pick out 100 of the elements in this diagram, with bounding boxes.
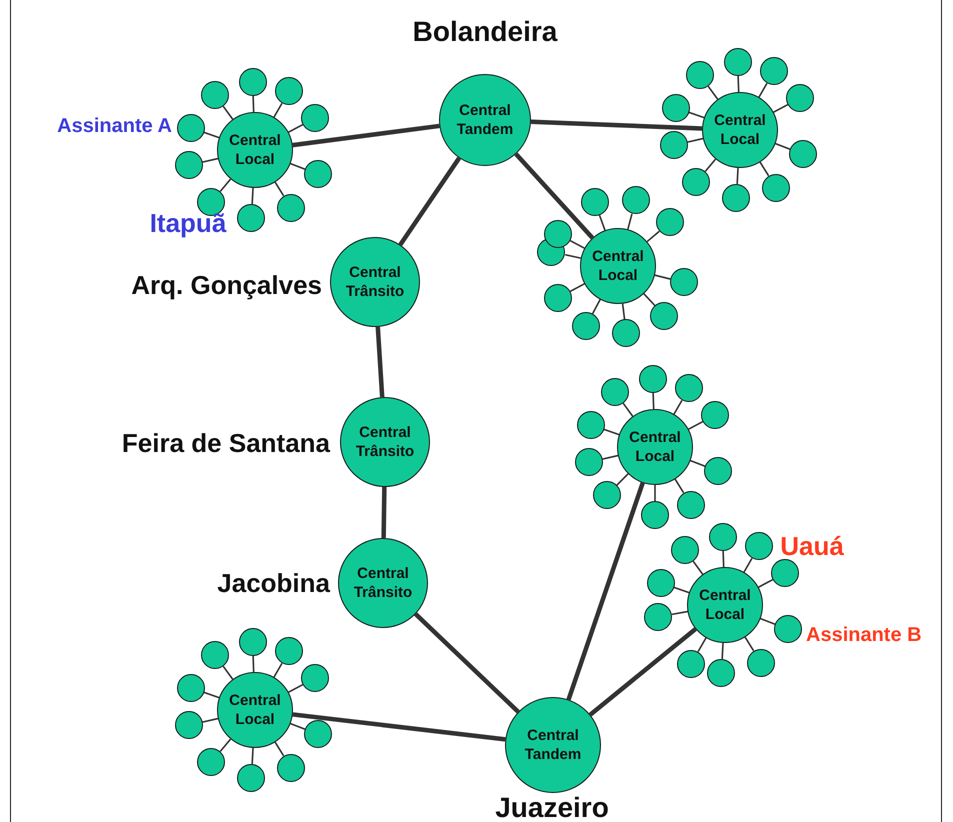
subscriber-line <box>697 638 707 652</box>
subscriber-circle <box>701 401 730 430</box>
subscriber-line <box>251 748 254 764</box>
trunk-line <box>376 326 384 398</box>
subscriber-circle <box>622 186 650 214</box>
subscriber-circle <box>641 501 669 529</box>
subscriber-line <box>592 299 601 314</box>
subscriber-line <box>273 662 283 678</box>
subscriber-circle <box>574 448 603 476</box>
exchange-label: Central Local <box>698 586 752 624</box>
subscriber-line <box>652 393 654 410</box>
subscriber-circle <box>237 764 266 792</box>
subscriber-circle <box>708 523 737 552</box>
exchange-label: Central Tandem <box>456 101 514 139</box>
exchange-label: Central Local <box>228 131 282 169</box>
trunk-line <box>381 486 387 538</box>
subscriber-circle <box>612 319 640 348</box>
subscriber-line <box>622 402 634 417</box>
subscriber-line <box>692 560 704 575</box>
subscriber-line <box>672 610 688 616</box>
subscriber-line <box>643 293 656 306</box>
subscriber-circle <box>638 365 667 394</box>
subscriber-line <box>674 478 684 494</box>
subscriber-line <box>604 428 620 436</box>
subscriber-line <box>721 642 724 659</box>
station-name: Bolandeira <box>412 18 558 46</box>
subscriber-circle <box>677 490 706 519</box>
exchange-circle <box>580 228 656 304</box>
subscriber-circle <box>786 84 814 112</box>
subscriber-circle <box>724 48 752 76</box>
subscriber-circle <box>682 168 710 196</box>
subscriber-line <box>775 142 791 150</box>
trunk-line <box>588 627 697 716</box>
station-name: Arq. Gonçalves <box>131 272 322 298</box>
station-name: Feira de Santana <box>122 430 330 456</box>
subscriber-label: Assinante A <box>57 116 172 136</box>
trunk-line <box>514 152 594 240</box>
subscriber-circle <box>671 536 700 564</box>
subscriber-circle <box>572 312 600 340</box>
subscriber-circle <box>762 174 790 202</box>
subscriber-line <box>598 214 606 231</box>
trunk-line <box>530 120 702 131</box>
subscriber-line <box>274 742 284 756</box>
subscriber-circle <box>176 674 205 702</box>
exchange-circle <box>617 409 693 485</box>
subscriber-line <box>722 551 724 568</box>
exchange-label: Central Trânsito <box>344 263 406 301</box>
subscriber-line <box>220 738 232 752</box>
subscriber-circle <box>301 104 330 132</box>
exchange-circle <box>217 672 293 748</box>
subscriber-line <box>673 400 683 414</box>
subscriber-line <box>290 162 306 170</box>
subscriber-circle <box>201 640 230 669</box>
subscriber-line <box>222 666 234 680</box>
exchange-label: Central Trânsito <box>352 564 414 602</box>
subscriber-line <box>202 718 218 723</box>
subscriber-line <box>274 182 284 196</box>
subscriber-circle <box>771 559 800 588</box>
subscriber-line <box>602 454 618 460</box>
subscriber-circle <box>544 284 572 312</box>
subscriber-line <box>622 304 626 320</box>
subscriber-circle <box>304 720 332 748</box>
subscriber-circle <box>197 748 226 776</box>
subscriber-line <box>704 158 716 172</box>
subscriber-circle <box>747 648 776 677</box>
subscriber-line <box>565 254 581 259</box>
subscriber-circle <box>646 568 675 597</box>
subscriber-circle <box>686 60 714 89</box>
subscriber-line <box>204 692 220 698</box>
subscriber-line <box>744 636 754 652</box>
subscriber-line <box>252 96 254 112</box>
subscriber-circle <box>544 220 572 248</box>
subscriber-line <box>654 485 656 501</box>
subscriber-line <box>252 656 254 672</box>
subscriber-circle <box>660 131 688 160</box>
subscriber-line <box>674 586 690 594</box>
subscriber-line <box>220 178 232 192</box>
subscriber-line <box>627 214 633 230</box>
subscriber-line <box>758 578 774 588</box>
subscriber-circle <box>301 664 330 692</box>
subscriber-circle <box>304 160 332 188</box>
subscriber-circle <box>650 302 678 330</box>
trunk-line <box>398 156 462 246</box>
subscriber-label: Assinante B <box>806 625 922 645</box>
subscriber-circle <box>238 628 267 656</box>
subscriber-circle <box>656 208 684 236</box>
subscriber-circle <box>176 114 205 142</box>
subscriber-circle <box>174 711 203 740</box>
subscriber-circle <box>704 457 732 486</box>
exchange-circle <box>687 567 763 643</box>
subscriber-line <box>760 618 776 626</box>
exchange-label: Central Local <box>228 691 282 729</box>
trunk-line <box>414 612 520 714</box>
subscriber-circle <box>675 374 703 402</box>
subscriber-circle <box>644 602 672 631</box>
subscriber-circle <box>275 77 303 106</box>
subscriber-circle <box>576 410 605 439</box>
subscriber-circle <box>592 481 621 510</box>
subscriber-line <box>646 230 660 242</box>
subscriber-circle <box>201 80 230 109</box>
